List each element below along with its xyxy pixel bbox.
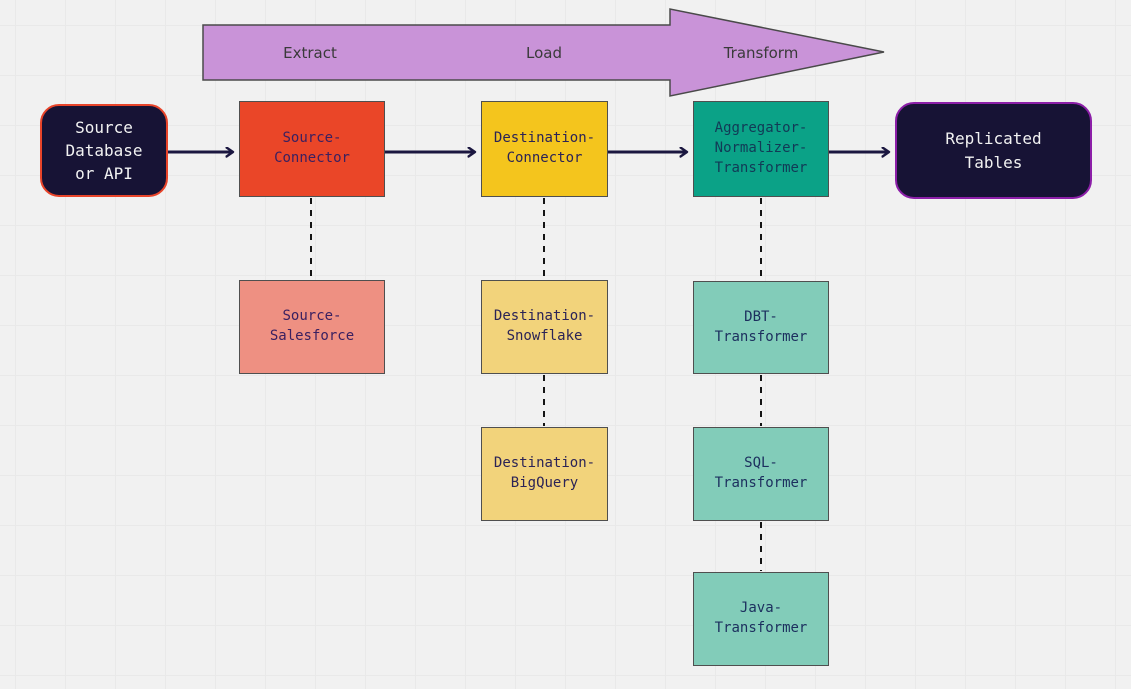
- node-label-line: Transformer: [714, 328, 808, 345]
- node-destination-bigquery: Destination- BigQuery: [481, 427, 608, 521]
- node-label-line: DBT-: [744, 308, 778, 325]
- node-label-line: Normalizer-: [714, 140, 808, 157]
- node-label-line: Destination-: [493, 455, 596, 472]
- node-label-line: Destination-: [493, 308, 596, 325]
- node-label-line: Destination-: [493, 130, 596, 147]
- node-label-line: Connector: [506, 150, 583, 166]
- stage-label-extract: Extract: [283, 44, 337, 62]
- stage-label-transform: Transform: [723, 44, 799, 62]
- node-replicated-tables: Replicated Tables: [895, 102, 1092, 199]
- node-label-line: Connector: [274, 150, 350, 166]
- node-label-line: Java-: [739, 600, 783, 617]
- node-label-line: Database: [65, 140, 143, 160]
- node-label-line: SQL-: [744, 455, 778, 472]
- node-label-line: BigQuery: [510, 475, 579, 491]
- node-source-salesforce: Source- Salesforce: [239, 280, 385, 374]
- node-sql-transformer: SQL- Transformer: [693, 427, 829, 521]
- node-label-line: Tables: [964, 152, 1023, 172]
- node-dbt-transformer: DBT- Transformer: [693, 281, 829, 374]
- node-destination-connector: Destination- Connector: [481, 101, 608, 197]
- node-aggregator-normalizer-transformer: Aggregator- Normalizer- Transformer: [693, 101, 829, 197]
- node-label-line: Source-: [282, 130, 342, 147]
- node-label-line: Transformer: [714, 159, 808, 176]
- node-label-line: Replicated: [945, 129, 1042, 149]
- node-label-line: Snowflake: [506, 328, 583, 344]
- node-label-line: Salesforce: [269, 328, 355, 344]
- node-java-transformer: Java- Transformer: [693, 572, 829, 666]
- node-source-connector: Source- Connector: [239, 101, 385, 197]
- node-label-line: or API: [75, 164, 133, 184]
- node-destination-snowflake: Destination- Snowflake: [481, 280, 608, 374]
- stage-label-load: Load: [526, 44, 562, 62]
- node-source-database: Source Database or API: [40, 104, 168, 197]
- node-label-line: Source: [75, 117, 133, 137]
- node-label-line: Transformer: [714, 620, 808, 636]
- node-label-line: Source-: [282, 308, 342, 325]
- node-label-line: Transformer: [714, 475, 808, 491]
- node-label-line: Aggregator-: [714, 120, 808, 137]
- elt-banner-arrow: [202, 8, 885, 97]
